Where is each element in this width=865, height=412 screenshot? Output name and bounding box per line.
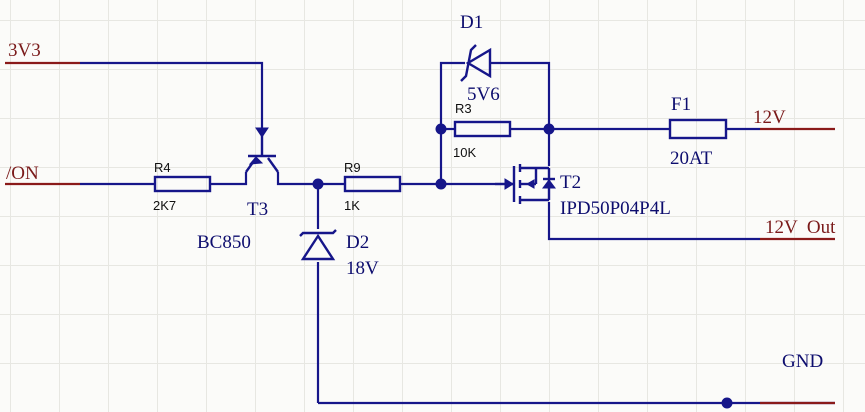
net-label-12v: 12V [753,107,786,128]
junction-r3-left [435,123,447,135]
r4-body [153,175,212,193]
wire-r4-t3 [210,172,248,186]
t2-value: IPD50P04P4L [560,198,671,219]
r4-value: 2K7 [153,198,176,213]
f1-body [668,118,728,140]
r3-body [453,120,512,138]
net-label-3v3: 3V3 [8,40,41,61]
r3-designator: R3 [455,101,472,116]
net-label-on: /ON [6,163,39,184]
t3-value: BC850 [197,232,251,253]
d2-zener [299,229,337,261]
r9-value: 1K [344,198,360,213]
d1-value: 5V6 [467,84,500,105]
f1-value: 20AT [670,148,713,169]
t2-designator: T2 [560,172,581,193]
d2-designator: D2 [346,232,369,253]
d2-value: 18V [346,258,379,279]
r4-designator: R4 [154,160,171,175]
d1-zener [460,44,492,82]
wire-t2-drain [547,202,760,241]
junction-t3-emitter [312,178,324,190]
r9-body [343,175,402,193]
junction-gnd [721,397,733,409]
wire-t3-r9 [276,172,345,186]
wire-left-vertical [439,61,465,184]
r9-designator: R9 [344,160,361,175]
junction-gate [435,178,447,190]
wire-d1-right [490,61,551,129]
wire-3v3 [80,61,264,128]
t3-transistor [245,127,279,173]
f1-designator: F1 [671,94,691,115]
net-label-gnd: GND [782,351,823,372]
d1-designator: D1 [460,12,483,33]
t3-designator: T3 [247,199,268,220]
junction-12v [543,123,555,135]
r3-value: 10K [453,145,476,160]
t2-mosfet [495,164,556,204]
net-label-12v-out: 12V Out [765,217,836,238]
